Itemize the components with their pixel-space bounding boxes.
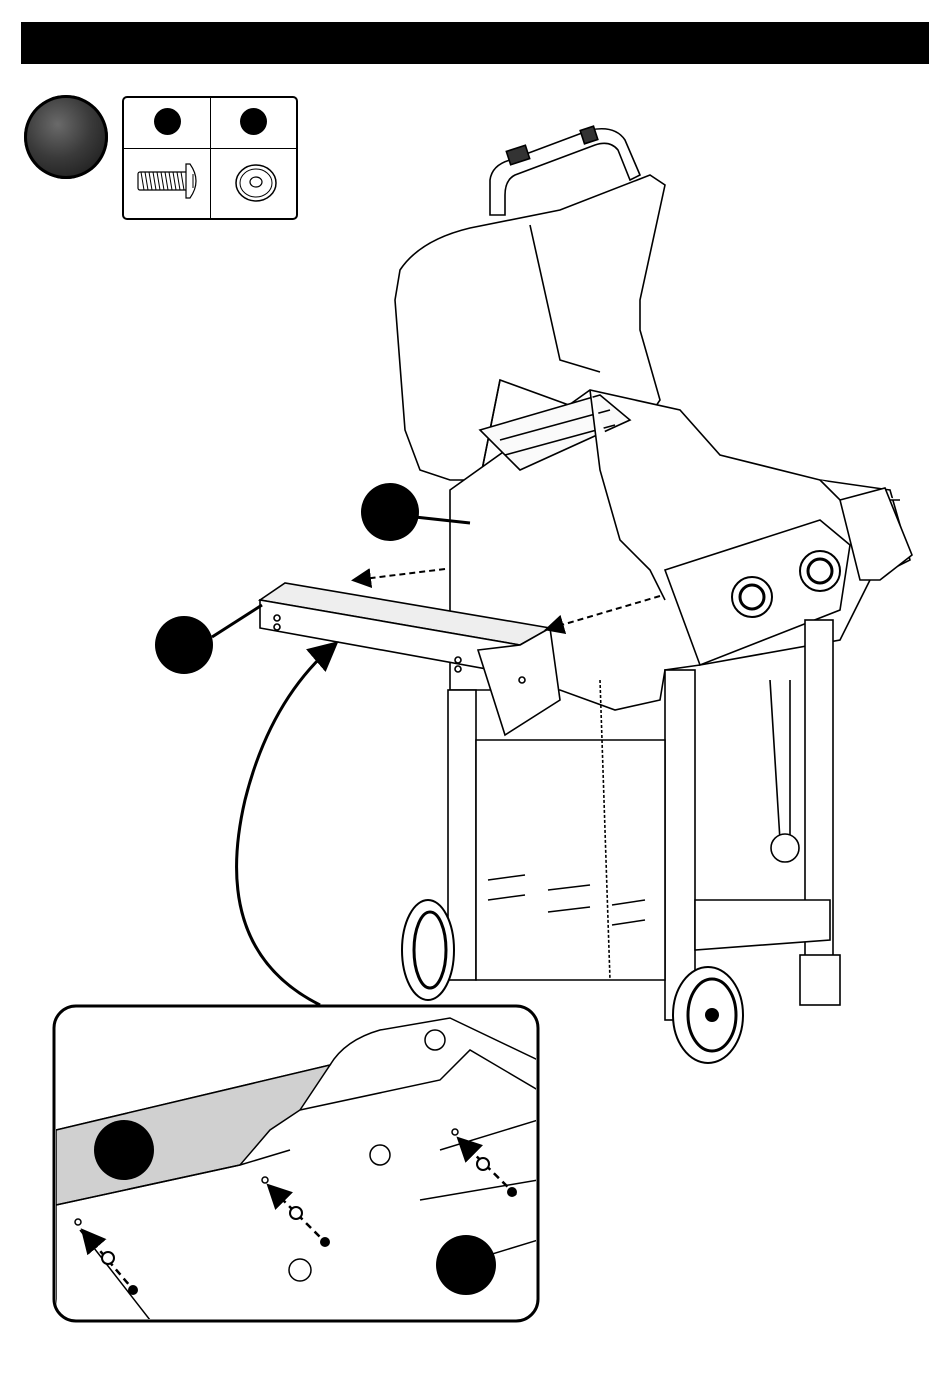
callout-dot-detail-panel	[94, 1120, 154, 1180]
detail-arrow	[237, 645, 334, 1005]
callout-dot-panel	[361, 483, 419, 541]
callout-dot-detail-hardware	[436, 1235, 496, 1295]
detail-inset	[54, 1006, 538, 1321]
callout-dot-bracket	[155, 616, 213, 674]
